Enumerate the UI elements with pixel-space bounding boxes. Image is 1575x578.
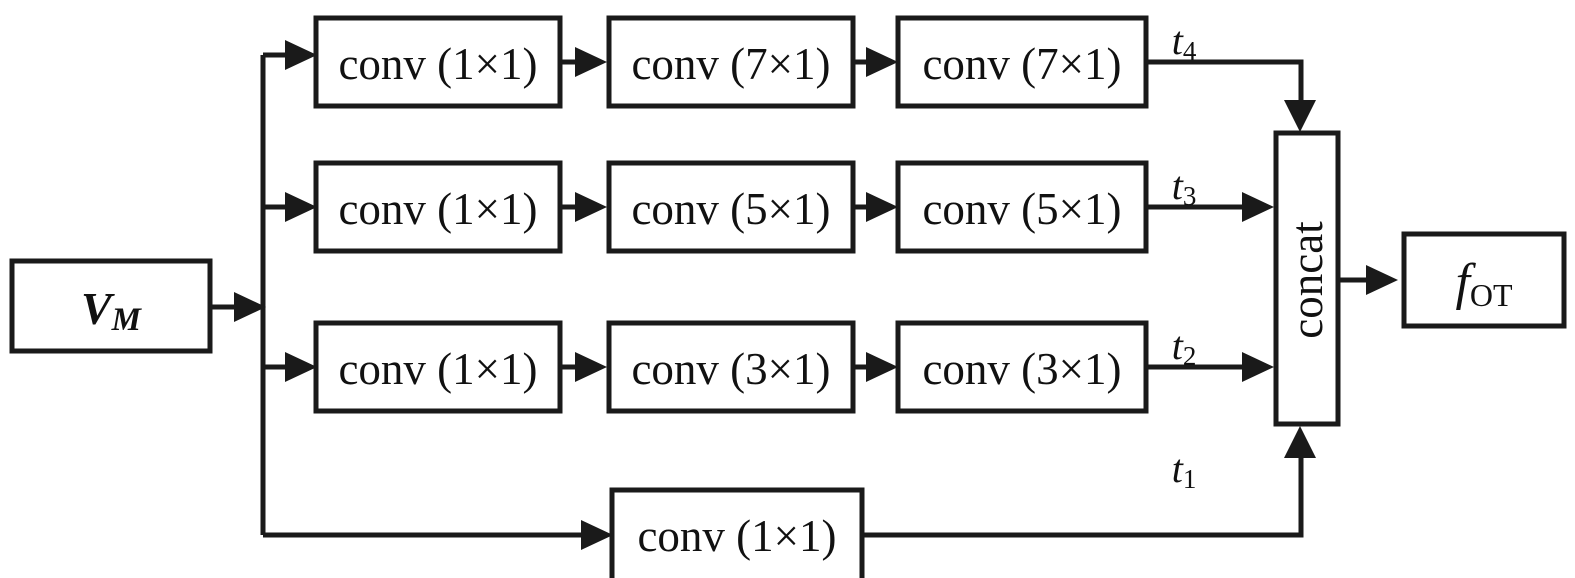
wire-b4-blk1-blk2 bbox=[560, 47, 607, 77]
branch-4-tap-label: t4 bbox=[1172, 18, 1197, 67]
wire-b4-blk2-blk3 bbox=[853, 47, 898, 77]
branch-3-block-3[interactable] bbox=[895, 160, 1149, 254]
branch-2-block-1[interactable] bbox=[313, 320, 563, 414]
wire-b2-to-concat bbox=[1146, 352, 1274, 382]
branch-4-block-1-label: conv (1×1) bbox=[338, 39, 537, 89]
wire-b3-to-concat bbox=[1146, 192, 1274, 222]
wire-b3-blk1-blk2 bbox=[560, 192, 607, 222]
output-label: fOT bbox=[1455, 254, 1513, 314]
branch-2-block-3[interactable] bbox=[895, 320, 1149, 414]
branch-2-block-2-label: conv (3×1) bbox=[631, 344, 830, 394]
arrowhead-concat-left-lower bbox=[1242, 352, 1274, 382]
wire-b1-to-concat bbox=[862, 426, 1316, 538]
wire-bus-to-branch-4 bbox=[263, 40, 317, 70]
wire-b2-blk2-blk3 bbox=[853, 352, 898, 382]
concat-label: concat bbox=[1282, 221, 1332, 339]
branch-4-block-2[interactable] bbox=[606, 15, 856, 109]
branch-3-block-1[interactable] bbox=[313, 160, 563, 254]
branch-2-block-2[interactable] bbox=[606, 320, 856, 414]
wire-bus-to-branch-3 bbox=[263, 192, 317, 222]
arrowhead-branch-2-in bbox=[285, 352, 317, 382]
arrowhead-output bbox=[1366, 265, 1398, 295]
branch-3-block-3-label: conv (5×1) bbox=[922, 184, 1121, 234]
branch-2-block-3-label: conv (3×1) bbox=[922, 344, 1121, 394]
arrowhead-input-bus bbox=[234, 292, 266, 322]
arrowhead-concat-top bbox=[1284, 100, 1316, 132]
arrowhead-branch-3-in bbox=[285, 192, 317, 222]
branch-2-block-1-label: conv (1×1) bbox=[338, 344, 537, 394]
input-label: VM bbox=[81, 283, 143, 339]
branch-3-block-2-label: conv (5×1) bbox=[631, 184, 830, 234]
branch-3-block-2[interactable] bbox=[606, 160, 856, 254]
branch-1-tap-label: t1 bbox=[1172, 446, 1197, 495]
wire-concat-to-output bbox=[1338, 265, 1398, 295]
branch-2-tap-label: t2 bbox=[1172, 323, 1197, 372]
wire-b2-blk1-blk2 bbox=[560, 352, 607, 382]
branch-1-block-1-label: conv (1×1) bbox=[637, 511, 836, 561]
branch-4-block-2-label: conv (7×1) bbox=[631, 39, 830, 89]
arrowhead-concat-left-upper bbox=[1242, 192, 1274, 222]
wire-b4-to-concat bbox=[1146, 59, 1316, 132]
wire-input-to-bus bbox=[210, 292, 266, 322]
input-box[interactable] bbox=[9, 258, 213, 354]
arrowhead-branch-1-in bbox=[581, 520, 613, 550]
branch-4-block-1[interactable] bbox=[313, 15, 563, 109]
branch-1-block-1[interactable] bbox=[609, 487, 865, 578]
arrowhead-concat-bottom bbox=[1284, 426, 1316, 458]
branch-3-tap-label: t3 bbox=[1172, 163, 1197, 212]
branch-3-block-1-label: conv (1×1) bbox=[338, 184, 537, 234]
arrowhead-branch-4-in bbox=[285, 40, 317, 70]
output-box[interactable] bbox=[1401, 231, 1567, 329]
wire-bus-to-branch-2 bbox=[263, 352, 317, 382]
concat-box[interactable] bbox=[1273, 130, 1341, 427]
branch-4-block-3[interactable] bbox=[895, 15, 1149, 109]
wire-bus-to-branch-1 bbox=[263, 520, 613, 550]
branch-4-block-3-label: conv (7×1) bbox=[922, 39, 1121, 89]
wire-b3-blk2-blk3 bbox=[853, 192, 898, 222]
